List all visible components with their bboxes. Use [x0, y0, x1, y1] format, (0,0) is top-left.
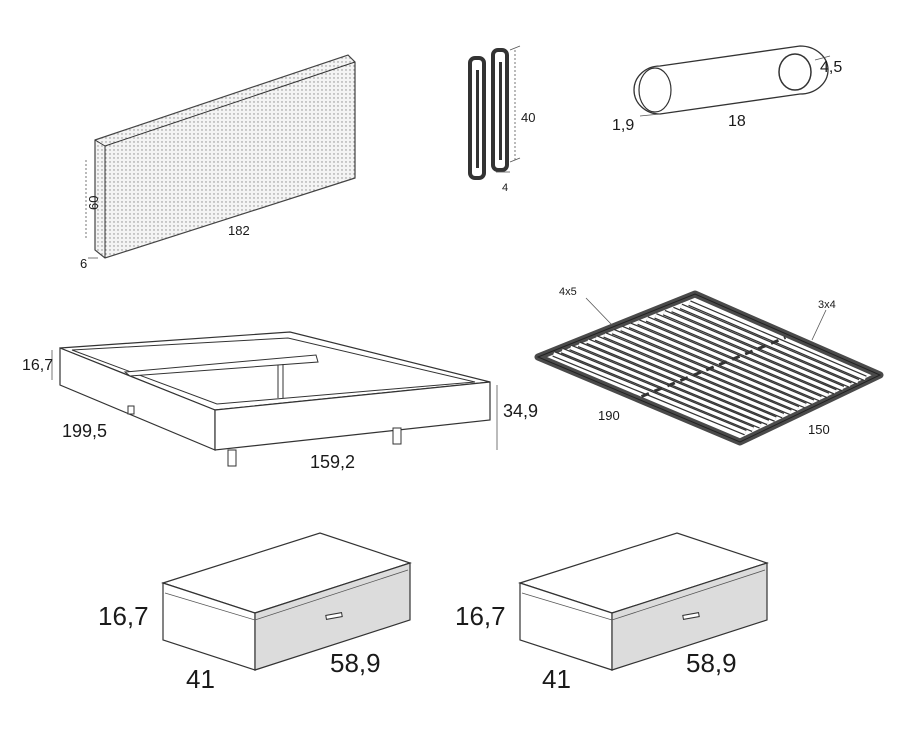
- mounting-clips: 40 4: [468, 45, 535, 194]
- frame-side-height-label: 16,7: [22, 357, 53, 374]
- handle-diameter-label: 4,5: [820, 59, 842, 76]
- drawer-1-width-label: 58,9: [330, 648, 381, 678]
- headboard-height-label: 60: [86, 196, 101, 210]
- slat-base-width-label: 150: [808, 422, 830, 437]
- drawer-1-depth-label: 41: [186, 664, 215, 694]
- center-rail: [640, 336, 787, 398]
- slat-base: 4x5 3x4 190 150: [534, 286, 884, 446]
- drawer-2-width-label: 58,9: [686, 648, 737, 678]
- handle-bar: 1,9 18 4,5: [612, 45, 842, 134]
- slat-face: [637, 320, 822, 401]
- slat-section-label: 3x4: [818, 299, 836, 311]
- frame-length-label: 199,5: [62, 421, 107, 441]
- drawer-2-depth-label: 41: [542, 664, 571, 694]
- frame-total-height-label: 34,9: [503, 401, 538, 421]
- clip-width-label: 4: [502, 182, 508, 194]
- slat-face: [663, 311, 844, 391]
- slat-face: [552, 352, 747, 435]
- drawer-handle: [682, 612, 700, 620]
- slat-face: [595, 336, 784, 418]
- bed-frame: 16,7 199,5 159,2 34,9: [22, 331, 538, 472]
- frame-width-label: 159,2: [310, 452, 355, 472]
- slat-face: [680, 304, 859, 384]
- slat-face: [612, 330, 799, 411]
- drawer-handle: [325, 612, 343, 620]
- drawer-1-height-label: 16,7: [98, 601, 149, 631]
- headboard: 60 182 6: [80, 54, 356, 271]
- slat-base-length-label: 190: [598, 408, 620, 423]
- rail-section-label: 4x5: [559, 286, 577, 298]
- drawer-2-height-label: 16,7: [455, 601, 506, 631]
- drawer-unit-2: 16,7 41 58,9: [455, 532, 769, 694]
- slat-face: [569, 345, 762, 428]
- handle-height-label: 1,9: [612, 117, 634, 134]
- handle-length-label: 18: [728, 113, 746, 130]
- headboard-thickness-label: 6: [80, 256, 87, 271]
- clip-height-label: 40: [521, 110, 535, 125]
- headboard-length-label: 182: [228, 223, 250, 238]
- drawer-unit-1: 16,7 41 58,9: [98, 532, 412, 694]
- slats: [552, 300, 867, 436]
